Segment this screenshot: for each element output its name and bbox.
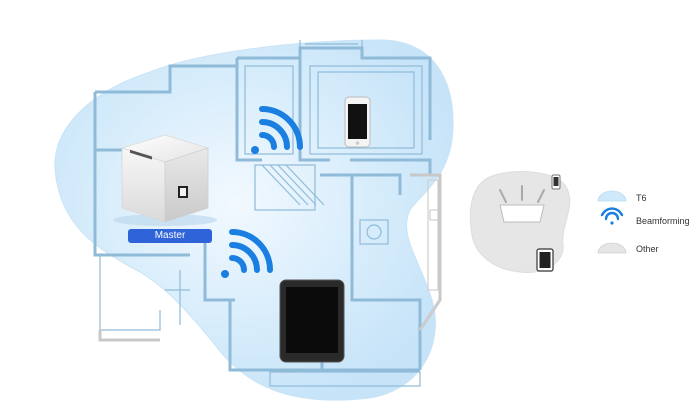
master-router-icon — [113, 134, 217, 226]
floorplan-thin-outside — [419, 179, 441, 331]
wifi-beam-icon — [229, 229, 273, 273]
wifi-beam-dot — [251, 146, 259, 154]
legend-label: Beamforming — [636, 216, 690, 226]
legend-label: T6 — [636, 193, 647, 203]
coverage-gray-icon — [597, 242, 627, 254]
small-phone-icon — [551, 174, 561, 190]
wifi-beam-icon — [259, 106, 303, 150]
legend-item-other: Other — [596, 239, 696, 261]
other-router-icon — [499, 185, 545, 223]
wifi-beam-dot — [221, 270, 229, 278]
legend-label: Other — [636, 244, 659, 254]
small-tablet-icon — [536, 248, 554, 272]
legend-item-t6: T6 — [596, 188, 696, 210]
master-label: Master — [128, 229, 212, 243]
wifi-beam-icon — [600, 207, 624, 225]
floorplan-thin-lines — [99, 40, 423, 387]
coverage-blue-icon — [597, 190, 627, 202]
tablet-icon — [279, 279, 345, 363]
smartphone-icon — [344, 96, 371, 148]
legend-item-beamforming: Beamforming — [596, 211, 696, 233]
